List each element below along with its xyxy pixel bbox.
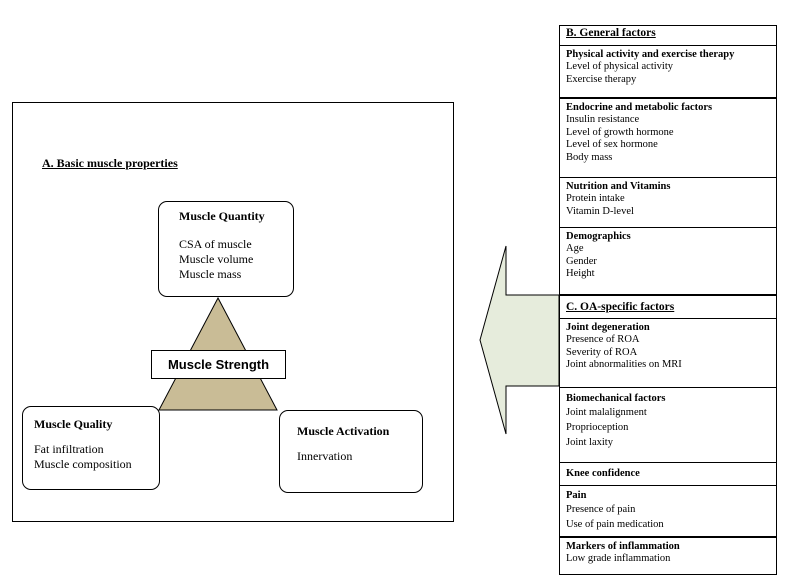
group-item: Low grade inflammation [566, 553, 671, 564]
group-inflammation: Markers of inflammation Low grade inflam… [559, 538, 777, 572]
group-title: Nutrition and Vitamins [566, 181, 671, 192]
group-title: Physical activity and exercise therapy [566, 49, 735, 60]
left-arrow [479, 245, 560, 435]
group-title: Pain [566, 490, 587, 501]
group-item: Level of physical activity [566, 61, 674, 72]
group-title: Demographics [566, 231, 631, 242]
group-item: Insulin resistance [566, 114, 640, 125]
group-title: Markers of inflammation [566, 541, 680, 552]
quantity-item: Muscle volume [179, 252, 254, 266]
group-item: Protein intake [566, 193, 625, 204]
group-biomechanical: Biomechanical factors Joint malalignment… [559, 388, 777, 463]
factors-frame [559, 25, 777, 575]
quantity-item: Muscle mass [179, 267, 242, 281]
panel-a-frame [12, 102, 454, 522]
panel-b-title: B. General factors [566, 27, 656, 39]
group-item: Height [566, 268, 595, 279]
muscle-strength-label: Muscle Strength [151, 350, 286, 379]
panel-b-header: B. General factors [559, 25, 777, 46]
group-joint-degeneration: Joint degeneration Presence of ROA Sever… [559, 319, 777, 388]
panel-c-header: C. OA-specific factors [559, 296, 777, 319]
group-title: Joint degeneration [566, 322, 650, 333]
quality-item: Muscle composition [34, 457, 132, 471]
group-item: Presence of pain [566, 504, 636, 515]
group-item: Joint malalignment [566, 407, 647, 418]
group-item: Joint laxity [566, 437, 613, 448]
group-endocrine: Endocrine and metabolic factors Insulin … [559, 99, 777, 178]
group-item: Gender [566, 255, 597, 267]
muscle-activation-title: Muscle Activation [297, 424, 390, 438]
muscle-quality-title: Muscle Quality [34, 417, 113, 431]
group-title: Knee confidence [566, 468, 640, 479]
group-item: Presence of ROA [566, 334, 640, 345]
activation-item: Innervation [297, 449, 353, 463]
group-item: Joint abnormalities on MRI [566, 359, 682, 370]
group-item: Proprioception [566, 422, 629, 433]
group-item: Age [566, 243, 584, 254]
group-item: Level of growth hormone [566, 126, 674, 138]
quantity-item: CSA of muscle [179, 237, 252, 251]
panel-a-title: A. Basic muscle properties [42, 156, 178, 170]
group-item: Exercise therapy [566, 73, 637, 85]
panel-c-title: C. OA-specific factors [566, 301, 675, 313]
muscle-quantity-box: Muscle Quantity CSA of muscle Muscle vol… [158, 201, 294, 297]
group-nutrition: Nutrition and Vitamins Protein intake Vi… [559, 178, 777, 228]
quality-item: Fat infiltration [34, 442, 104, 456]
muscle-activation-box: Muscle Activation Innervation [279, 410, 423, 493]
group-pain: Pain Presence of pain Use of pain medica… [559, 486, 777, 538]
group-demographics: Demographics Age Gender Height [559, 228, 777, 296]
group-physical-activity: Physical activity and exercise therapy L… [559, 46, 777, 99]
group-item: Vitamin D-level [566, 205, 634, 217]
group-item: Severity of ROA [566, 346, 638, 358]
muscle-quantity-title: Muscle Quantity [179, 209, 265, 223]
group-item: Level of sex hormone [566, 139, 658, 150]
group-title: Biomechanical factors [566, 393, 666, 404]
group-item: Body mass [566, 151, 613, 163]
group-item: Use of pain medication [566, 519, 664, 530]
group-title: Endocrine and metabolic factors [566, 102, 713, 113]
group-knee-confidence: Knee confidence [559, 463, 777, 486]
muscle-quality-box: Muscle Quality Fat infiltration Muscle c… [22, 406, 160, 490]
